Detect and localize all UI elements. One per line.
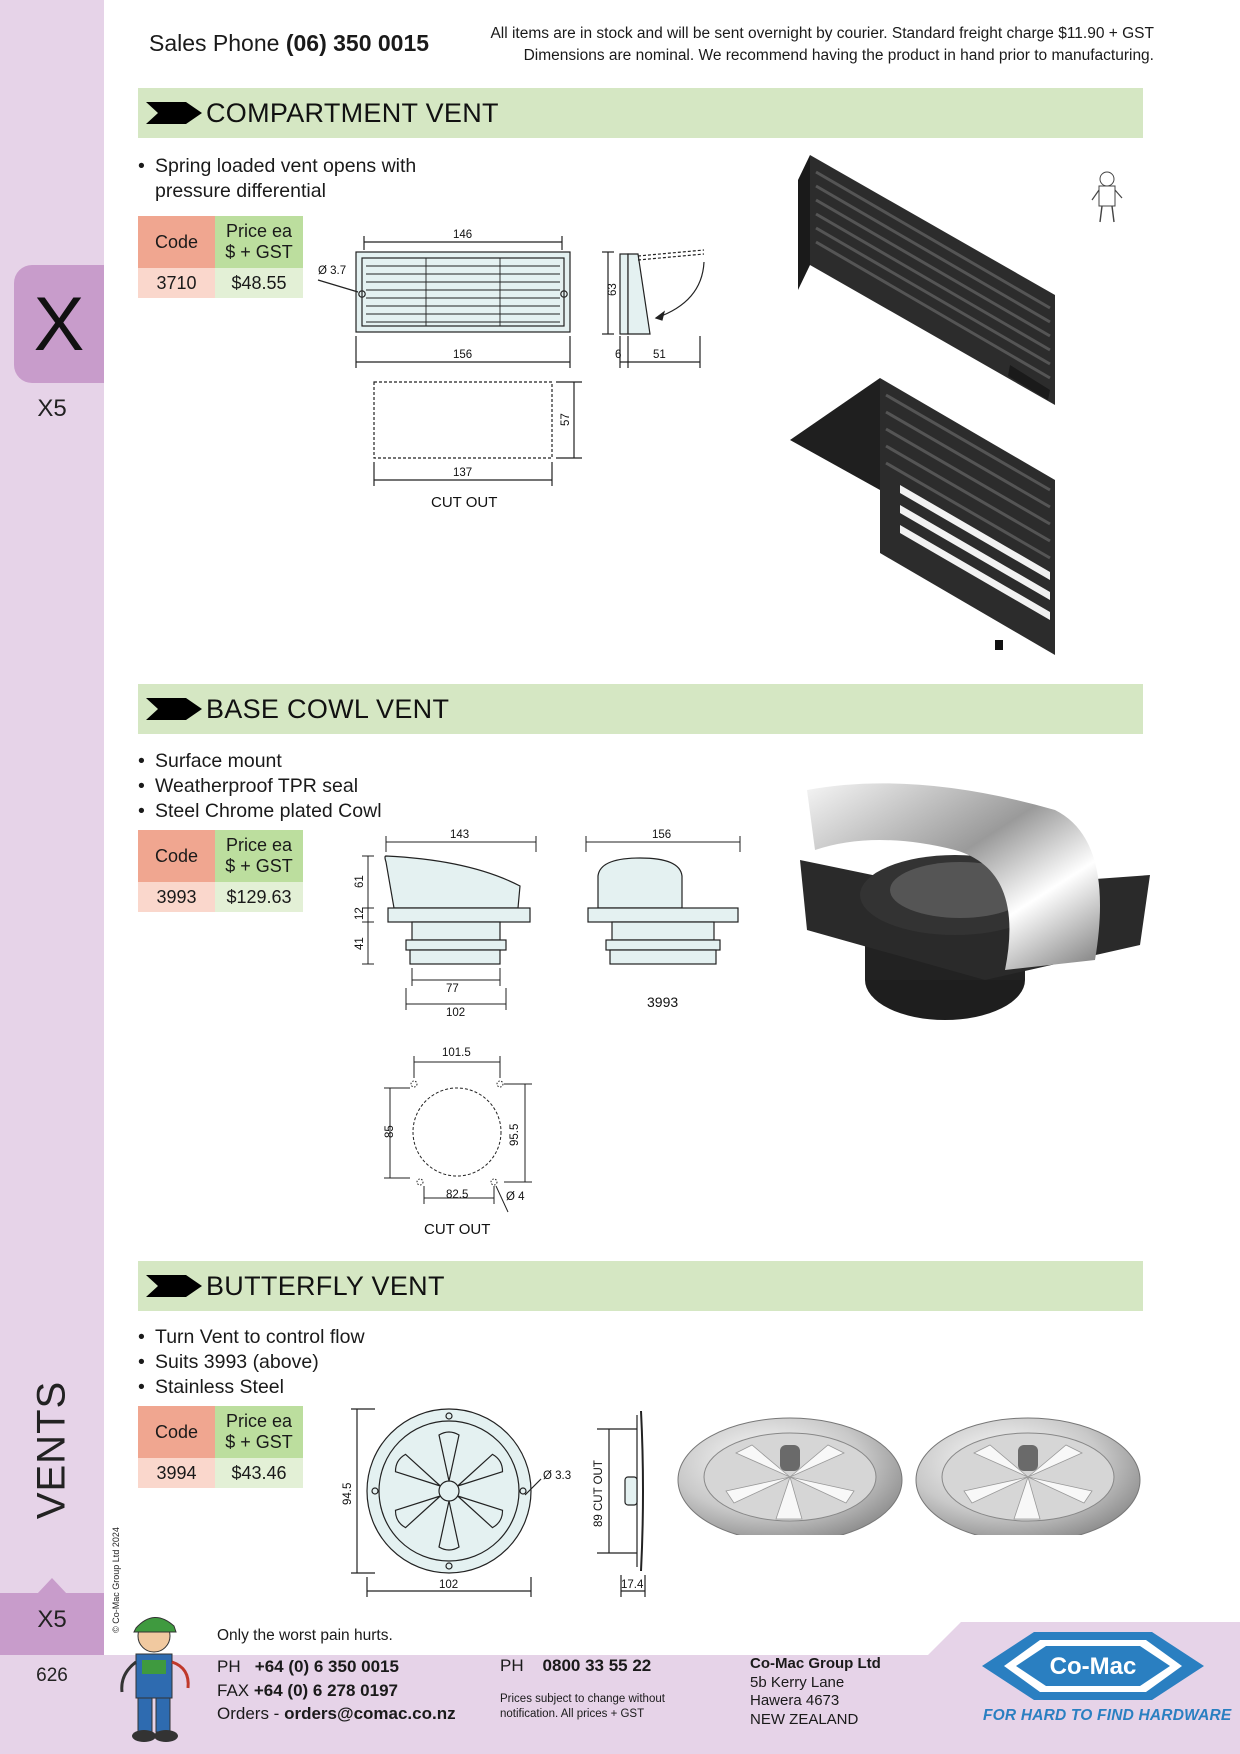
dim-41: 41	[354, 937, 366, 950]
arrow-right-icon	[146, 698, 202, 720]
product-price: $129.63	[215, 882, 303, 912]
fax-line: FAX +64 (0) 6 278 0197	[217, 1681, 399, 1700]
dim-77: 77	[446, 983, 459, 995]
feature-item: Steel Chrome plated Cowl	[138, 799, 382, 824]
dim-137: 137	[453, 467, 472, 479]
section-header-base-cowl-vent: BASE COWL VENT	[138, 684, 1143, 734]
section-code-bottom-bg	[0, 1593, 104, 1655]
stock-note-line1: All items are in stock and will be sent …	[490, 25, 1154, 42]
product-code[interactable]: 3994	[138, 1458, 215, 1488]
sales-phone-number[interactable]: (06) 350 0015	[285, 30, 430, 56]
stock-note-line2: Dimensions are nominal. We recommend hav…	[523, 47, 1154, 64]
dim-143: 143	[450, 829, 469, 841]
compartment-vent-photo	[790, 155, 1055, 655]
product-price: $48.55	[215, 268, 303, 298]
dim-146: 146	[453, 229, 472, 241]
butterfly-vent-drawing: 94.5 102 Ø 3.3 89 CUT OUT 17.4	[342, 1408, 646, 1597]
price-table: Code Price ea$ + GST 3993 $129.63	[138, 830, 303, 912]
section-header-compartment-vent: COMPARTMENT VENT	[138, 88, 1143, 138]
tagline: Only the worst pain hurts.	[217, 1627, 393, 1644]
butterfly-vent-photo	[677, 1417, 1141, 1535]
cutout-label: CUT OUT	[431, 494, 497, 508]
section-title: COMPARTMENT VENT	[206, 98, 499, 128]
company-name: Co-Mac Group Ltd	[750, 1655, 881, 1672]
dim-17-4: 17.4	[621, 1579, 644, 1591]
price-header: Price ea$ + GST	[215, 830, 303, 882]
dim-12: 12	[354, 907, 366, 920]
stock-note: All items are in stock and will be sent …	[490, 23, 1154, 67]
phone-line: PH +64 (0) 6 350 0015	[217, 1657, 399, 1676]
code-header: Code	[138, 216, 215, 268]
feature-item: Stainless Steel	[138, 1375, 365, 1400]
page-number: 626	[36, 1665, 68, 1686]
price-header: Price ea$ + GST	[215, 1406, 303, 1458]
sales-phone-label: Sales Phone	[149, 30, 280, 56]
dim-85: 85	[384, 1125, 396, 1138]
slogan: FOR HARD TO FIND HARDWARE	[983, 1707, 1232, 1724]
dim-102: 102	[439, 1579, 458, 1591]
company-address: Co-Mac Group Ltd 5b Kerry Lane Hawera 46…	[750, 1655, 881, 1728]
arrow-right-icon	[146, 102, 202, 124]
logo-text: Co-Mac	[1050, 1653, 1137, 1680]
dim-82-5: 82.5	[446, 1189, 468, 1201]
model-label: 3993	[647, 994, 678, 1010]
feature-item: Surface mount	[138, 749, 382, 774]
product-code[interactable]: 3710	[138, 268, 215, 298]
dim-94-5: 94.5	[342, 1483, 354, 1505]
dim-156: 156	[652, 829, 671, 841]
arrow-right-icon	[146, 1275, 202, 1297]
price-header: Price ea$ + GST	[215, 216, 303, 268]
sales-phone: Sales Phone (06) 350 0015	[149, 30, 429, 57]
dim-101-5: 101.5	[442, 1047, 471, 1059]
feature-list: Surface mount Weatherproof TPR seal Stee…	[138, 749, 382, 824]
dim-51: 51	[653, 349, 666, 361]
dim-63: 63	[607, 283, 619, 296]
product-code[interactable]: 3993	[138, 882, 215, 912]
price-table: Code Price ea$ + GST 3710 $48.55	[138, 216, 303, 298]
cowl-vent-drawing: 143 156 61 12 41 77 102 101.5 85 95.5 82…	[354, 829, 741, 1238]
section-code-notch	[37, 1578, 67, 1594]
dim-hole: Ø 4	[506, 1191, 525, 1203]
feature-item: Turn Vent to control flow	[138, 1325, 365, 1350]
fax-number[interactable]: +64 (0) 6 278 0197	[253, 1681, 399, 1700]
dim-61: 61	[354, 875, 366, 888]
section-tab	[14, 265, 104, 383]
orders-email[interactable]: orders@comac.co.nz	[284, 1704, 456, 1723]
section-title: BASE COWL VENT	[206, 694, 450, 724]
prices-note: Prices subject to change without notific…	[500, 1693, 665, 1720]
section-title: BUTTERFLY VENT	[206, 1271, 445, 1301]
section-code-bottom: X5	[37, 1606, 67, 1633]
feature-item: Suits 3993 (above)	[138, 1350, 365, 1375]
feature-list: Turn Vent to control flow Suits 3993 (ab…	[138, 1325, 365, 1400]
dim-hole: Ø 3.3	[543, 1470, 571, 1482]
feature-item: Weatherproof TPR seal	[138, 774, 382, 799]
dim-95-5: 95.5	[509, 1124, 521, 1146]
freephone-number[interactable]: 0800 33 55 22	[542, 1656, 652, 1675]
dim-6: 6	[615, 349, 621, 361]
freephone-line: PH 0800 33 55 22	[500, 1656, 652, 1675]
cowl-vent-photo	[800, 783, 1150, 1020]
dim-156: 156	[453, 349, 472, 361]
phone-number[interactable]: +64 (0) 6 350 0015	[254, 1657, 399, 1676]
code-header: Code	[138, 830, 215, 882]
orders-line: Orders - orders@comac.co.nz	[217, 1704, 456, 1723]
price-table: Code Price ea$ + GST 3994 $43.46	[138, 1406, 303, 1488]
dim-hole: Ø 3.7	[318, 265, 346, 277]
section-letter: X	[33, 282, 85, 367]
category-label: VENTS	[29, 1380, 74, 1520]
dim-102: 102	[446, 1007, 465, 1019]
section-header-butterfly-vent: BUTTERFLY VENT	[138, 1261, 1143, 1311]
mascot-icon	[120, 1617, 190, 1742]
code-header: Code	[138, 1406, 215, 1458]
dim-57: 57	[560, 413, 572, 426]
dim-89-cutout: 89 CUT OUT	[593, 1460, 605, 1527]
mascot-small-icon	[1091, 171, 1123, 223]
cutout-label: CUT OUT	[424, 1221, 490, 1238]
compartment-vent-drawing: 146 156 Ø 3.7 63 6 51 57 137 CUT OUT	[317, 229, 705, 508]
comac-logo[interactable]: Co-Mac	[982, 1626, 1204, 1706]
product-price: $43.46	[215, 1458, 303, 1488]
section-code-top: X5	[37, 395, 67, 422]
